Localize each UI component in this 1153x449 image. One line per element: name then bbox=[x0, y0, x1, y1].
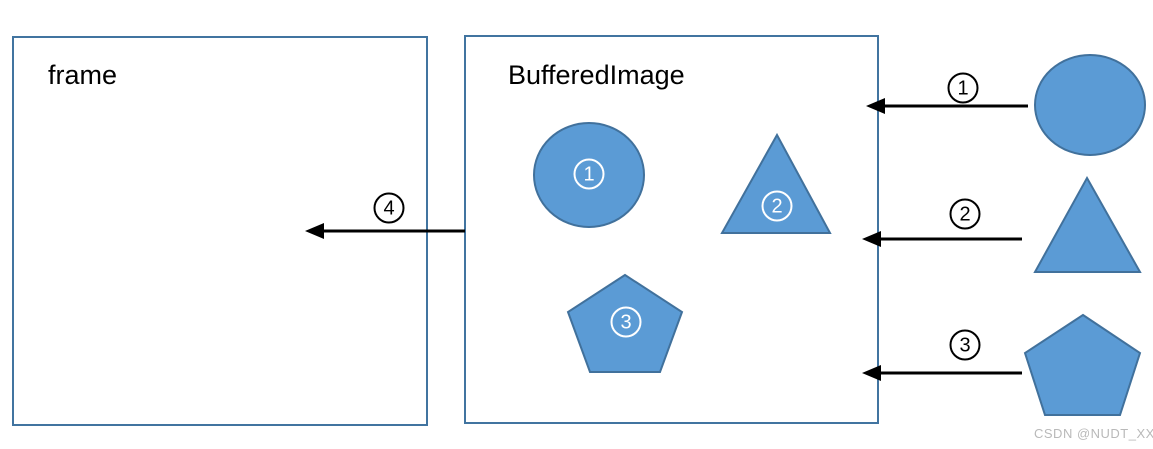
arrow-1 bbox=[866, 98, 1028, 114]
arrow-1-label-badge: 1 bbox=[947, 72, 979, 104]
circle-shape-label: 1 bbox=[573, 158, 605, 190]
watermark: CSDN @NUDT_XX bbox=[1034, 426, 1153, 441]
arrow-4-label-badge: 4 bbox=[373, 192, 405, 224]
arrow-3-label-badge: 3 bbox=[949, 329, 981, 361]
buffered-image-box-title: BufferedImage bbox=[508, 60, 685, 90]
arrow-2 bbox=[862, 231, 1022, 247]
source-circle-shape bbox=[1034, 54, 1146, 156]
arrow-2-label-badge: 2 bbox=[949, 198, 981, 230]
frame-box-title: frame bbox=[48, 60, 118, 90]
triangle-shape-label: 2 bbox=[761, 190, 793, 222]
arrow-4 bbox=[305, 223, 465, 239]
buffered-triangle-shape bbox=[720, 132, 832, 234]
arrow-3 bbox=[862, 365, 1022, 381]
source-triangle-shape bbox=[1033, 175, 1142, 273]
source-pentagon-shape bbox=[1023, 313, 1142, 416]
pentagon-shape-label: 3 bbox=[610, 306, 642, 338]
